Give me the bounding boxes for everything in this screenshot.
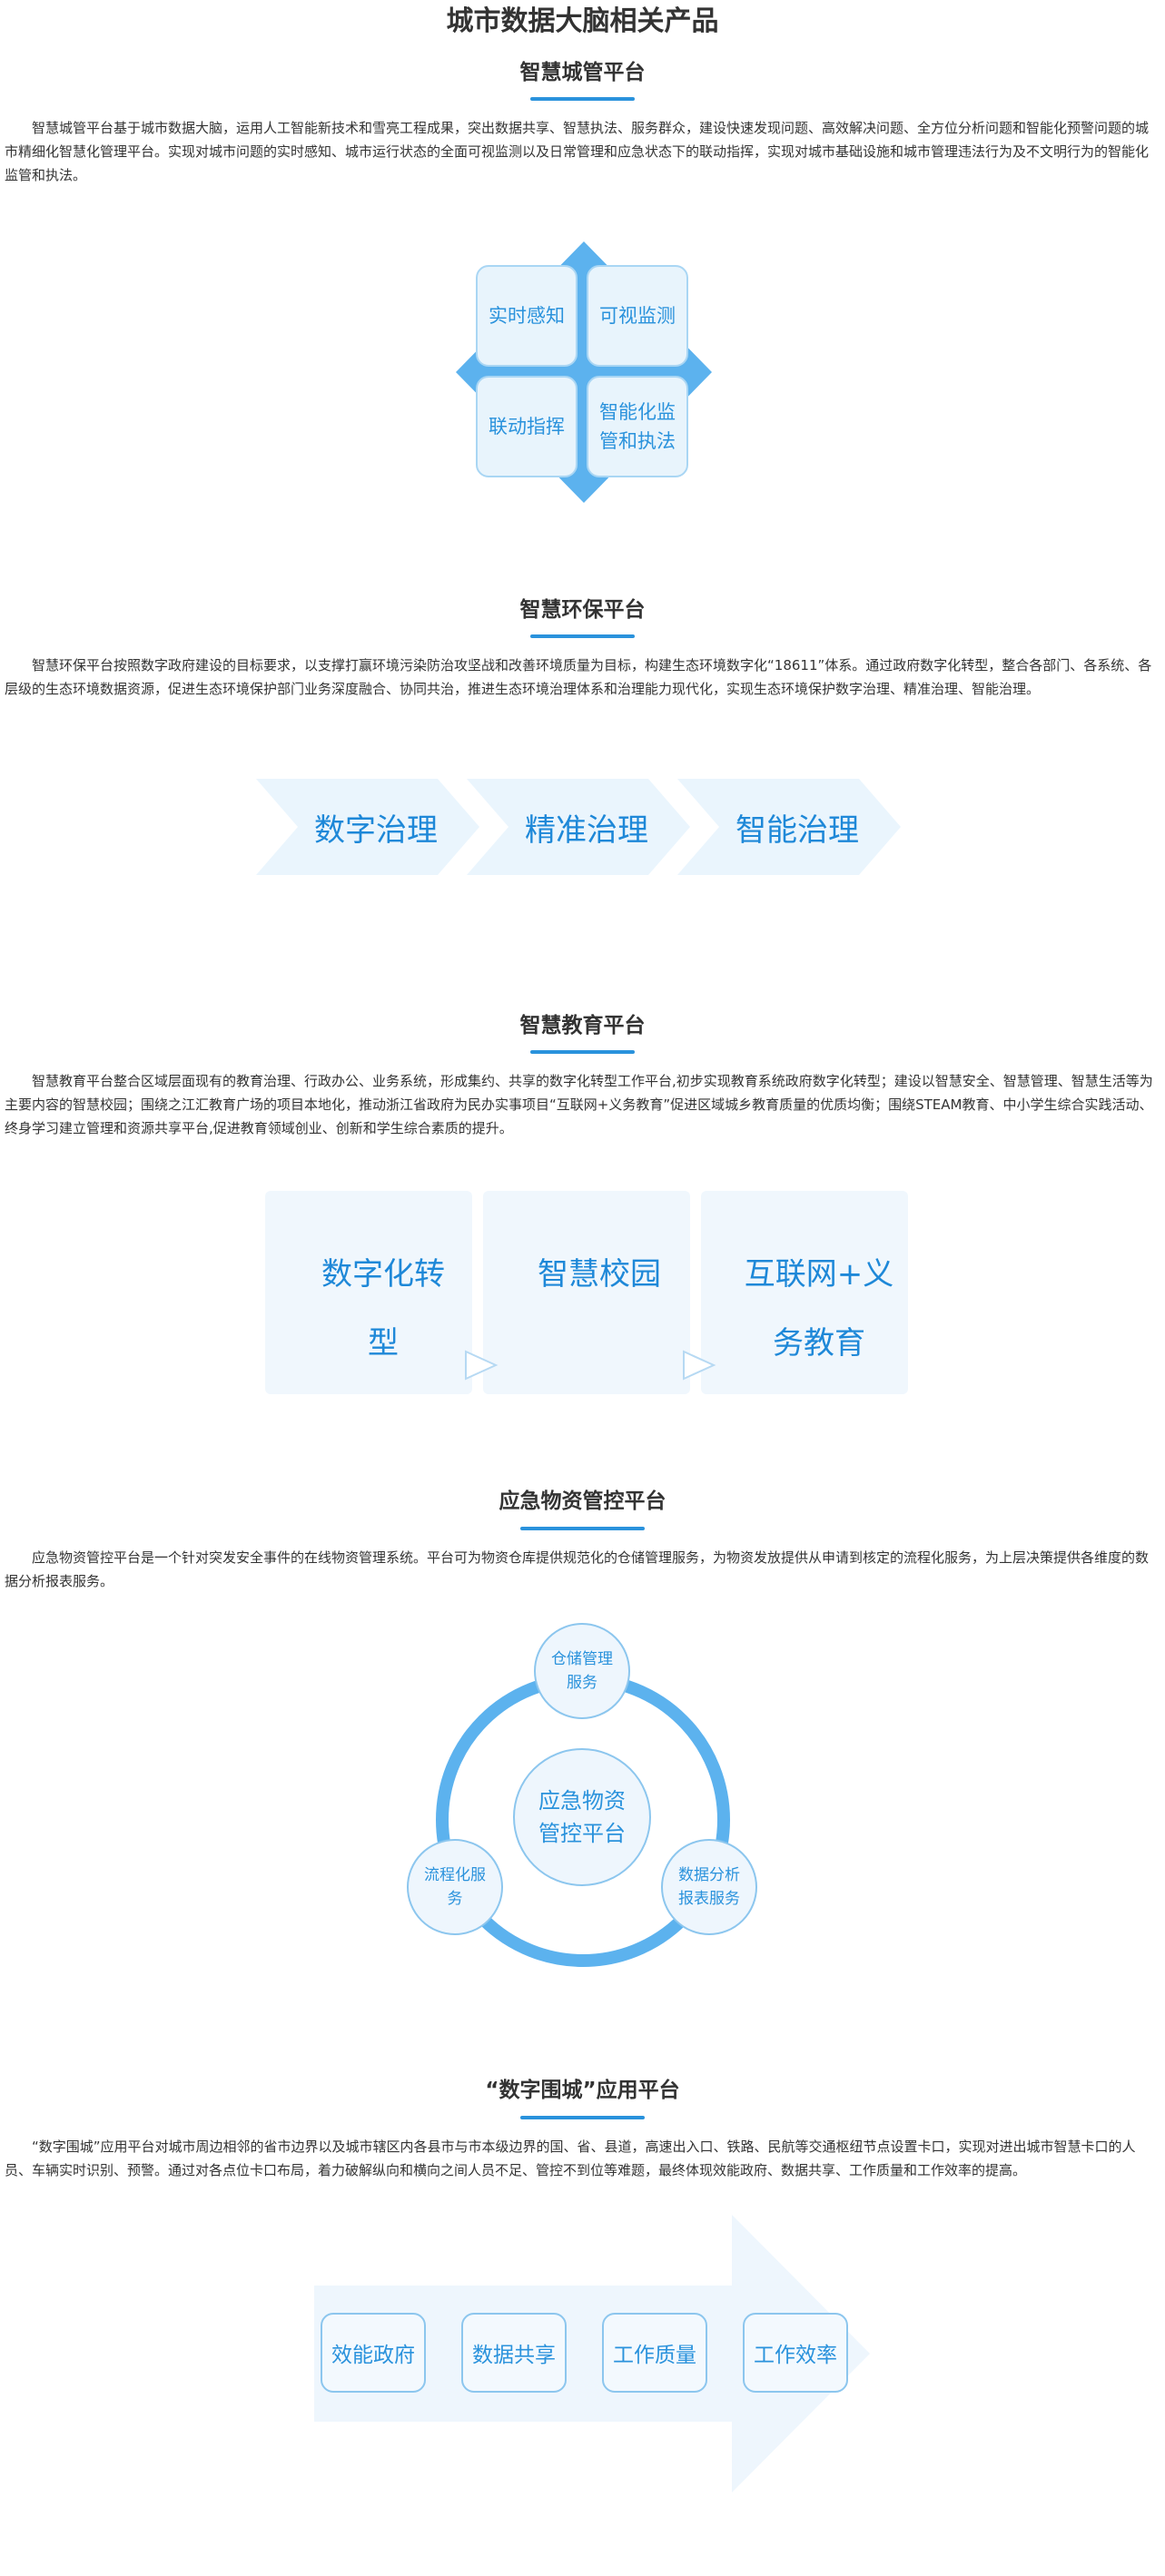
node-data-analysis-service: 数据分析报表服务 [661,1839,757,1935]
page-title: 城市数据大脑相关产品 [446,5,719,37]
card-label-internet-education: 互联网+义务教育 [744,1256,894,1362]
card-label-digital-transformation: 数字化转型 [321,1256,445,1362]
goal-work-efficiency: 工作效率 [743,2313,848,2393]
section-underline [530,1050,635,1054]
chevron-precise-governance: 精准治理 [525,812,648,849]
governance-chevron-flow [256,779,901,875]
feature-diamond-diagram: 实时感知 可视监测 联动指挥 智能化监管和执法 [452,238,716,506]
node-process-service: 流程化服务 [407,1839,503,1935]
feature-linked-command: 联动指挥 [476,376,578,477]
education-card-internet-education [701,1191,908,1394]
center-node-emergency-platform: 应急物资管控平台 [513,1748,651,1886]
section-text-digital-city-wall: “数字围城”应用平台对城市周边相邻的省市边界以及城市辖区内各县市与市本级边界的国… [5,2138,1136,2178]
feature-smart-supervision: 智能化监管和执法 [587,376,688,477]
feature-realtime-sensing: 实时感知 [476,265,578,367]
chevron-digital-governance: 数字治理 [314,812,438,849]
section-text-smart-city-management: 智慧城管平台基于城市数据大脑，运用人工智能新技术和雪亮工程成果，突出数据共享、智… [5,120,1150,183]
section-text-smart-environment: 智慧环保平台按照数字政府建设的目标要求，以支撑打赢环境污染防治攻坚战和改善环境质… [5,657,1152,697]
arrow-right-icon [683,1350,716,1381]
goal-efficient-government: 效能政府 [321,2313,426,2393]
section-underline [530,634,635,638]
section-text-emergency-supplies: 应急物资管控平台是一个针对突发安全事件的在线物资管理系统。平台可为物资仓库提供规… [5,1549,1150,1589]
feature-visual-monitoring: 可视监测 [587,265,688,367]
node-warehouse-service: 仓储管理服务 [534,1623,630,1719]
section-text-smart-education: 智慧教育平台整合区域层面现有的教育治理、行政办公、业务系统，形成集约、共享的数字… [5,1073,1153,1136]
section-title-digital-city-wall: “数字围城”应用平台 [485,2079,680,2102]
chevron-smart-governance: 智能治理 [736,812,859,849]
section-title-emergency-supplies: 应急物资管控平台 [499,1490,666,1513]
arrow-right-icon [465,1350,499,1381]
goal-work-quality: 工作质量 [602,2313,707,2393]
section-title-smart-city-management: 智慧城管平台 [519,61,646,84]
section-underline [530,97,635,101]
education-card-digital-transformation [265,1191,472,1394]
card-label-smart-campus: 智慧校园 [538,1256,661,1293]
goal-data-sharing: 数据共享 [461,2313,567,2393]
big-arrow-background [314,2215,870,2492]
education-card-smart-campus [483,1191,690,1394]
section-underline [520,1527,645,1530]
section-title-smart-education: 智慧教育平台 [519,1014,646,1037]
section-title-smart-environment: 智慧环保平台 [519,598,646,622]
section-underline [520,2116,645,2119]
